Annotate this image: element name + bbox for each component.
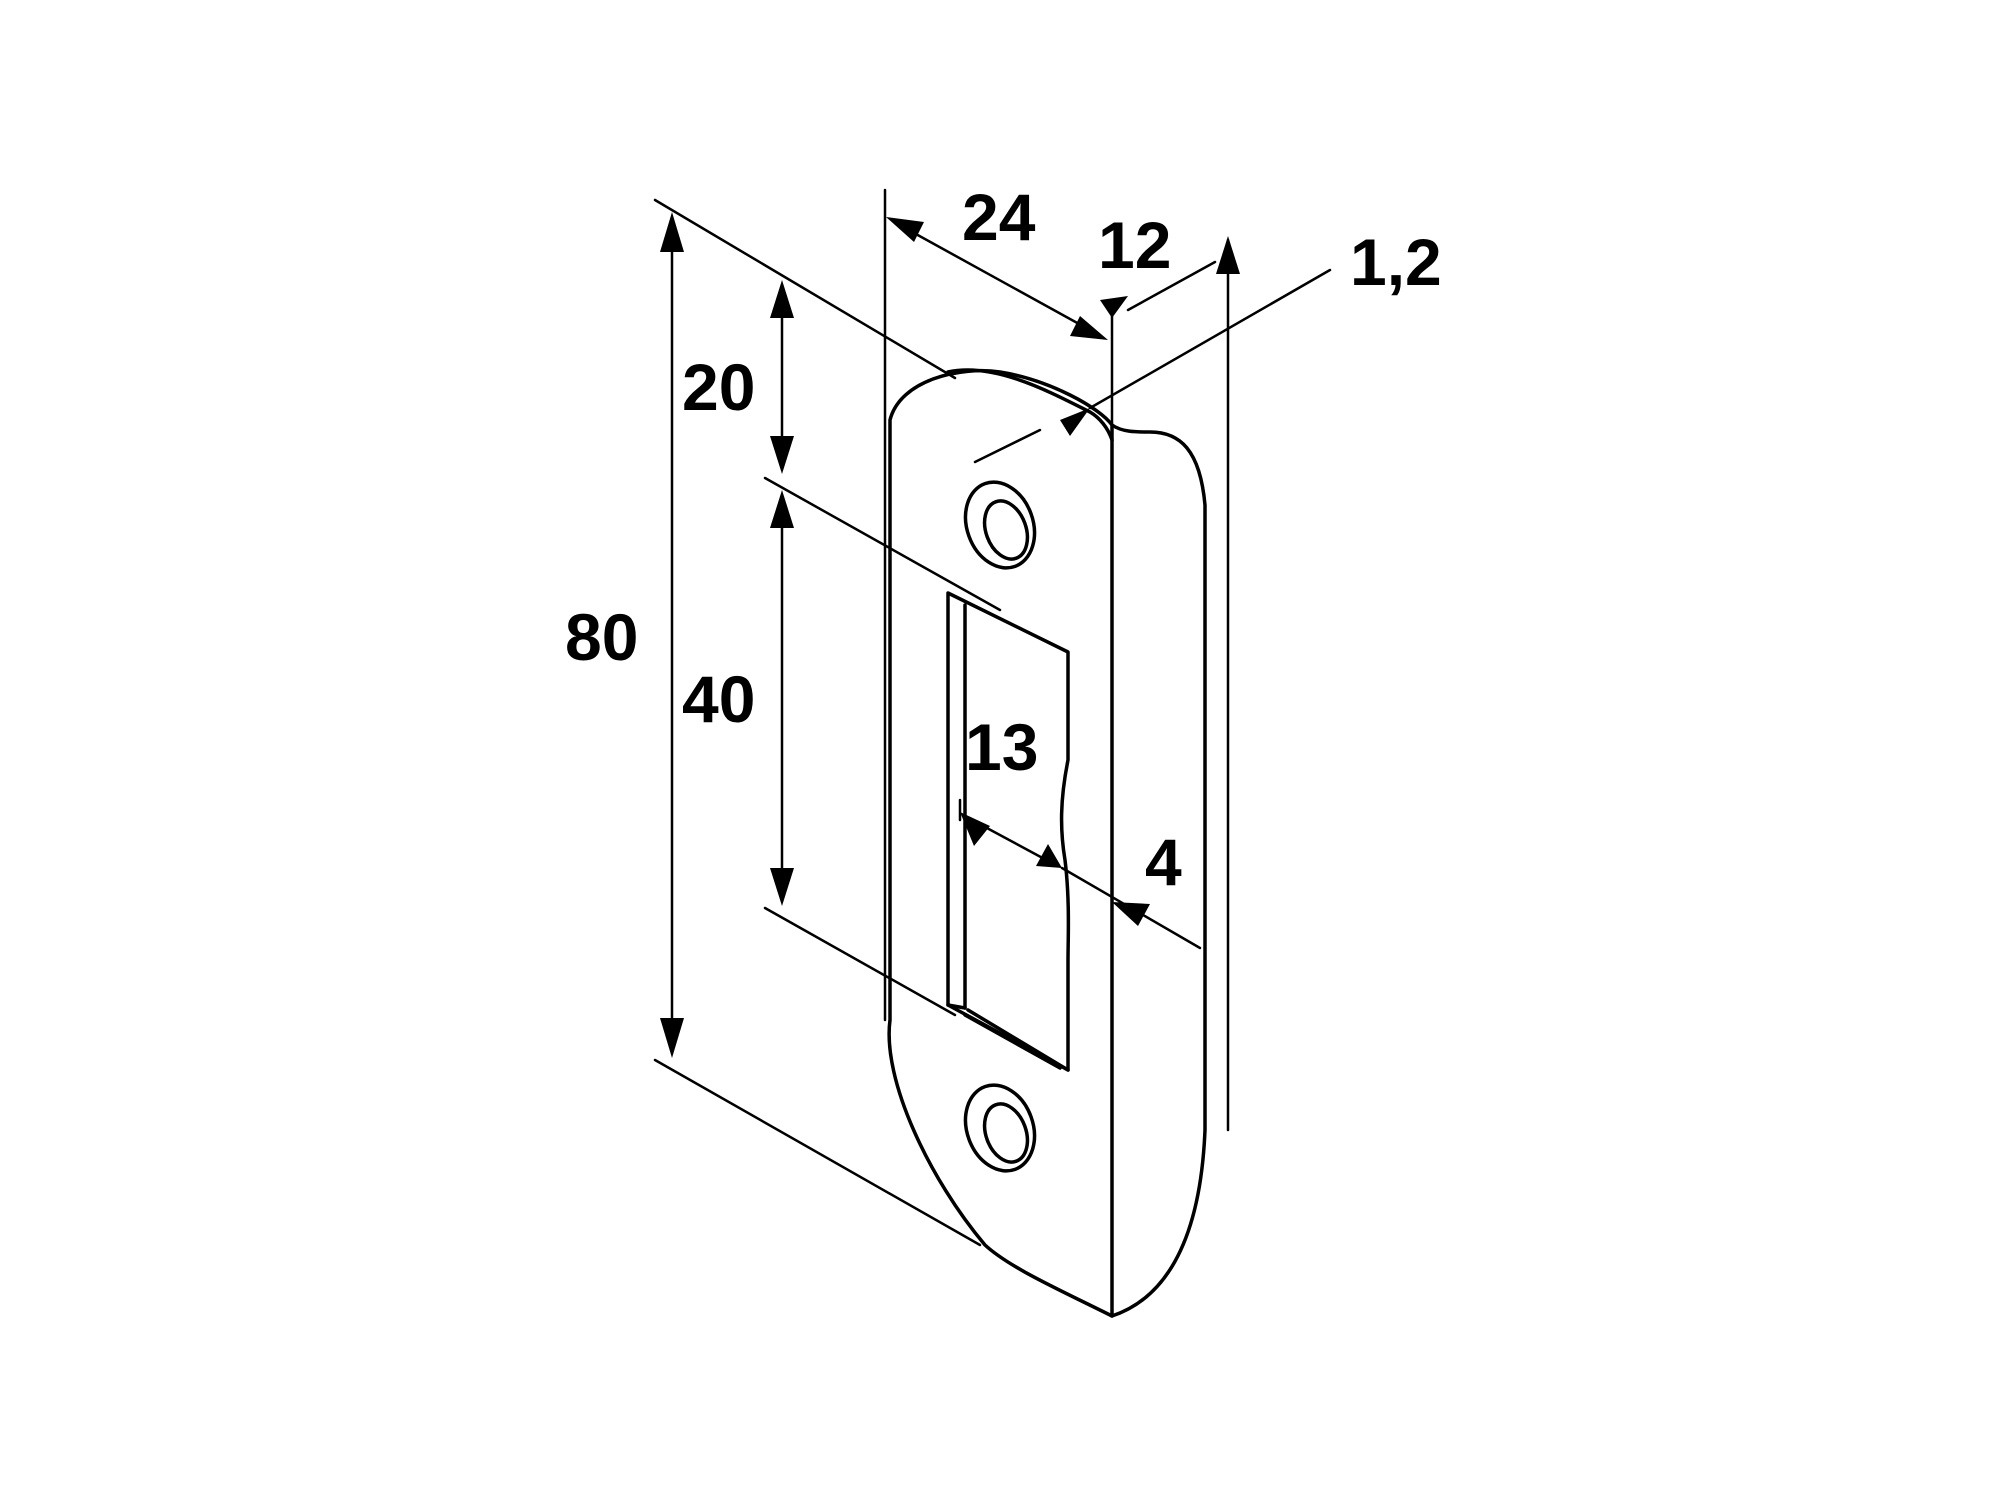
dim-line-12 (1100, 236, 1240, 318)
latch-slot (946, 591, 1071, 1072)
upper-screw-hole (963, 480, 1037, 570)
dim-label-40: 40 (682, 662, 755, 736)
lower-screw-hole (963, 1083, 1037, 1173)
dim-line-1-2 (973, 268, 1332, 464)
strike-plate (887, 368, 1207, 1318)
dim-label-1-2: 1,2 (1350, 225, 1442, 299)
dim-label-80: 80 (565, 600, 638, 674)
dim-label-4: 4 (1145, 825, 1182, 899)
dim-label-13: 13 (965, 710, 1038, 784)
slot-outline (946, 591, 1071, 1072)
dim-line-40 (770, 490, 794, 906)
dim-label-24: 24 (962, 180, 1036, 254)
dim-line-4 (1060, 866, 1202, 950)
dim-line-13 (958, 798, 1062, 868)
dim-line-80 (660, 212, 684, 1058)
extension-lines (653, 188, 1230, 1247)
dim-label-12: 12 (1098, 208, 1171, 282)
top-edge-thickness (946, 368, 1114, 442)
dimension-labels: 80 20 40 24 12 1,2 13 4 (565, 180, 1442, 899)
dim-label-20: 20 (682, 350, 755, 424)
dim-line-24 (886, 217, 1108, 340)
dim-line-20 (770, 280, 794, 474)
dimension-lines (660, 212, 1332, 1058)
